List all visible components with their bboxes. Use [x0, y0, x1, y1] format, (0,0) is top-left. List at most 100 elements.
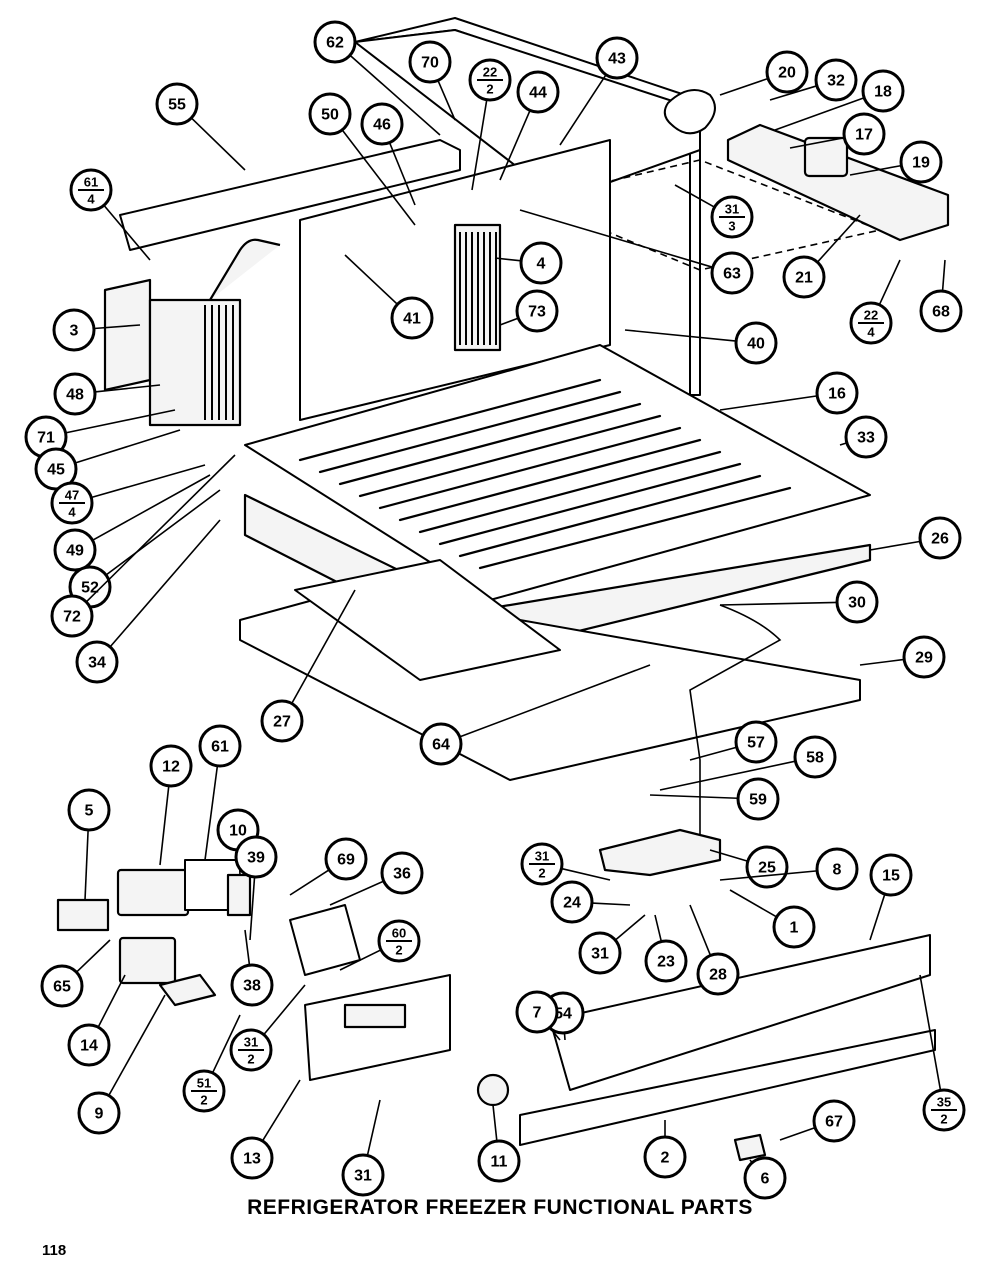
callout-label: 7 [533, 1005, 542, 1022]
evaporator-fins [459, 232, 497, 345]
base-grille [519, 1029, 936, 1146]
callout-leader [344, 254, 398, 305]
callout-31-x2: 312 [520, 842, 611, 886]
callout-circle [230, 963, 274, 1007]
callout-label: 58 [806, 750, 824, 767]
callout-circle [477, 1139, 521, 1183]
callout-leader [719, 870, 818, 881]
callout-circle [50, 594, 94, 638]
callout-4: 4 [494, 241, 563, 285]
callout-circle [919, 289, 963, 333]
callout-circle [149, 744, 193, 788]
callout-circle [595, 36, 639, 80]
callout-14: 14 [67, 974, 126, 1067]
callout-label: 67 [825, 1114, 843, 1131]
callout-22-x4: 224 [849, 259, 901, 345]
callout-circle [765, 50, 809, 94]
callout-leader [878, 259, 901, 306]
callout-23: 23 [644, 914, 688, 983]
callout-label: 64 [432, 737, 450, 754]
callout-quantity: 2 [486, 82, 493, 97]
callout-label: 3 [70, 323, 79, 340]
callout-label: 23 [657, 954, 675, 971]
callout-label: 36 [393, 866, 411, 883]
callout-leader [549, 1026, 561, 1041]
callout-label: 41 [403, 311, 421, 328]
callout-48: 48 [53, 372, 161, 416]
callout-circle [815, 371, 859, 415]
callout-circle [313, 20, 357, 64]
callout-leader [769, 85, 818, 101]
callout-label: 48 [66, 387, 84, 404]
callout-label: 19 [912, 155, 930, 172]
callout-label: 28 [709, 967, 727, 984]
callout-label: 20 [778, 65, 796, 82]
callout-label: 31 [244, 1035, 258, 1050]
callout-circle [380, 851, 424, 895]
callout-73: 73 [499, 289, 559, 333]
callout-leader [65, 409, 176, 434]
callout-label: 73 [528, 304, 546, 321]
callout-circle [53, 528, 97, 572]
callout-label: 50 [321, 107, 339, 124]
callout-leader [689, 904, 712, 956]
callout-leader [709, 849, 749, 863]
callout-leader [366, 1099, 381, 1156]
callout-1: 1 [729, 889, 816, 949]
callout-quantity: 2 [247, 1052, 254, 1067]
callout-label: 5 [85, 803, 94, 820]
callout-leader [559, 74, 607, 146]
callout-circle [75, 640, 119, 684]
callout-circle [710, 251, 754, 295]
callout-18: 18 [774, 69, 905, 131]
callout-quantity: 2 [940, 1112, 947, 1127]
callout-label: 47 [65, 488, 79, 503]
callout-label: 45 [47, 462, 65, 479]
callout-label: 30 [848, 595, 866, 612]
callout-31-x3: 313 [674, 184, 754, 239]
drain-pan [598, 828, 722, 877]
callout-12: 12 [149, 744, 193, 866]
callout-label: 49 [66, 543, 84, 560]
callout-circle [390, 296, 434, 340]
callout-leader [291, 589, 356, 704]
callout-label: 55 [168, 97, 186, 114]
callout-leader [624, 329, 737, 342]
callout-31-x2: 312 [229, 984, 306, 1072]
callout-circle [835, 580, 879, 624]
callout-leader [654, 914, 663, 942]
callout-label: 10 [229, 823, 247, 840]
callout-label: 35 [937, 1095, 951, 1110]
callout-circle [644, 939, 688, 983]
callout-64: 64 [419, 664, 651, 766]
callout-65: 65 [40, 939, 111, 1008]
callout-label: 26 [931, 531, 949, 548]
callout-15: 15 [869, 853, 913, 941]
callout-leader [494, 257, 522, 262]
callout-leader [941, 259, 946, 292]
callout-17: 17 [789, 112, 886, 156]
callout-leader [859, 658, 905, 666]
callout-circle [772, 905, 816, 949]
callout-label: 59 [749, 792, 767, 809]
callout-label: 70 [421, 55, 439, 72]
callout-circle [408, 40, 452, 84]
callout-70: 70 [408, 40, 456, 121]
callout-55: 55 [155, 82, 246, 171]
control-panel-window [343, 1003, 407, 1029]
callout-leader [341, 129, 416, 226]
callout-26: 26 [869, 516, 962, 560]
callout-circle [815, 847, 859, 891]
callout-label: 1 [790, 920, 799, 937]
callout-leader [204, 765, 219, 861]
control-14 [118, 936, 177, 985]
callout-57: 57 [689, 720, 778, 764]
callout-68: 68 [919, 259, 963, 333]
callout-leader [849, 164, 902, 176]
callout-38: 38 [230, 929, 274, 1007]
callout-58: 58 [659, 735, 837, 791]
callout-27: 27 [260, 589, 356, 743]
callout-leader [339, 949, 382, 971]
callout-28: 28 [689, 904, 740, 996]
